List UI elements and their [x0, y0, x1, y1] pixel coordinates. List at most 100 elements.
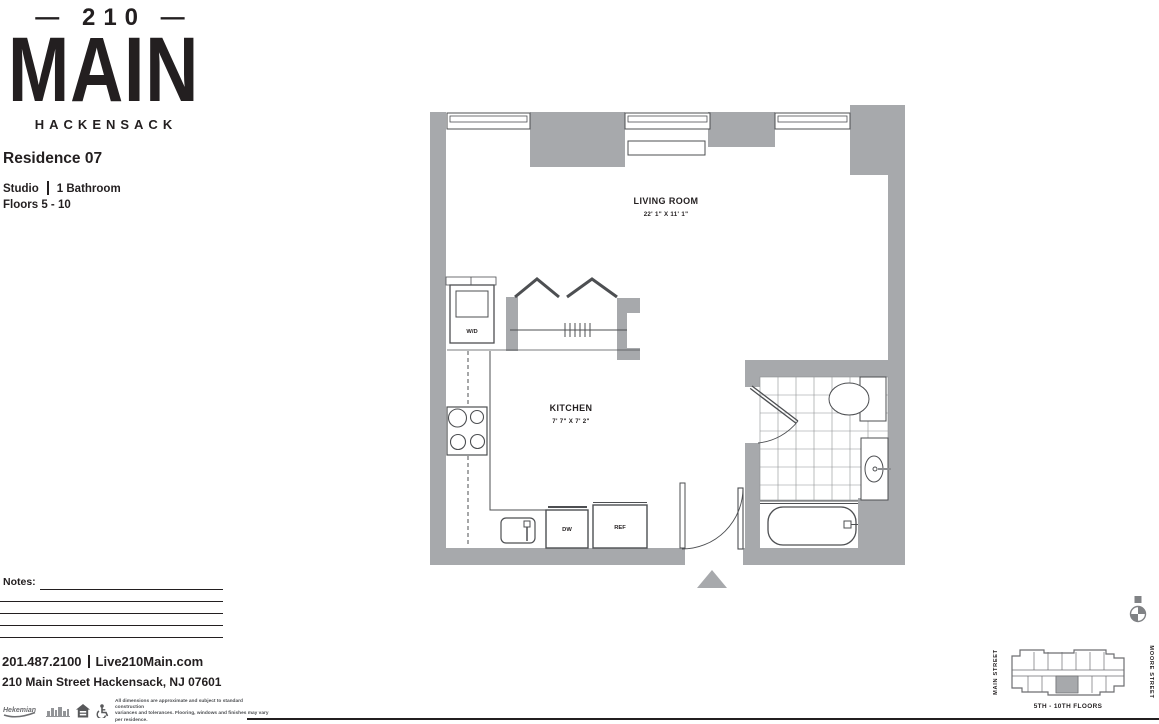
bathtub: [767, 506, 857, 546]
wall-left: [430, 112, 446, 565]
disclaimer-line2: variances and tolerances. Flooring, wind…: [115, 711, 269, 723]
highlighted-unit: [1055, 675, 1079, 694]
street-label-right: MOORE STREET: [1148, 645, 1154, 698]
entry-arrow: [697, 570, 727, 588]
wall-top-block-1: [530, 112, 625, 167]
entry-door-leaf: [737, 487, 744, 550]
refrigerator: [592, 504, 648, 549]
dishwasher: [545, 509, 589, 549]
notes-line: [0, 637, 223, 638]
residence-floors: Floors 5 - 10: [3, 199, 71, 211]
brand-logo-main: MAIN: [8, 19, 200, 121]
address: 210 Main Street Hackensack, NJ 07601: [2, 675, 222, 689]
living-room-dims: 22' 1" X 11' 1": [644, 211, 689, 218]
closet-area: W/D: [445, 276, 640, 351]
windows: [446, 112, 851, 156]
wall-closet-divider: [506, 297, 518, 351]
website: Live210Main.com: [95, 654, 204, 669]
notes-line: [0, 613, 223, 614]
entry-area: [679, 482, 744, 588]
wall-bottom-left: [430, 548, 685, 565]
wall-notch: [627, 313, 640, 348]
toilet-bowl: [828, 382, 870, 416]
footer: Hekemian All dimensions are approximate …: [2, 699, 273, 724]
ptac-unit: [627, 140, 706, 156]
brand-logo: — 210 — MAIN HACKENSACK: [8, 4, 248, 132]
accessibility-icon: [96, 704, 109, 719]
closet-hangers: [564, 323, 591, 337]
counter-edge: [489, 351, 546, 511]
window-glazing: [777, 115, 848, 123]
stove: [446, 406, 488, 456]
kitchen-area: DW REF: [446, 351, 648, 549]
burner: [447, 408, 468, 428]
bath-sink-drain: [872, 466, 878, 472]
separator-bar: [87, 655, 90, 668]
disclaimer: All dimensions are approximate and subje…: [115, 699, 273, 724]
entry-door-jamb: [679, 482, 686, 549]
washer-dryer-label: W/D: [466, 329, 477, 335]
floor-plan: W/D DW REF: [430, 105, 905, 588]
tub-fixture: [843, 520, 852, 529]
refrigerator-label: REF: [614, 525, 626, 531]
notes-line: [40, 589, 223, 590]
separator-bar: [46, 181, 49, 195]
window-glazing: [449, 115, 528, 123]
equal-housing-icon: [76, 704, 90, 718]
residence-type: Studio: [3, 183, 39, 195]
residence-bathrooms: 1 Bathroom: [56, 183, 121, 195]
phone-number: 201.487.2100: [2, 654, 82, 669]
window: [624, 112, 711, 130]
brand-logo-210: — 210 —: [35, 4, 193, 31]
notes-line: [0, 601, 223, 602]
street-label-left: MAIN STREET: [993, 649, 999, 695]
window-glazing: [627, 115, 708, 123]
wall-bath-left-stub: [745, 377, 760, 387]
window: [774, 112, 851, 130]
left-panel: — 210 — MAIN HACKENSACK Residence 07 Stu…: [3, 4, 248, 211]
bathroom-area: [749, 376, 891, 546]
closet-door-chevron: [566, 277, 618, 299]
building-outline: [1011, 649, 1125, 696]
kitchen-label: KITCHEN: [550, 403, 593, 413]
entry-door-swing: [681, 487, 744, 550]
disclaimer-line1: All dimensions are approximate and subje…: [115, 699, 243, 711]
wall-bath-left-lower: [745, 443, 760, 548]
building-footprint: [1011, 649, 1125, 696]
brand-logo-city: HACKENSACK: [34, 116, 178, 132]
bathroom-door-swing: [757, 420, 799, 444]
key-map: MAIN STREET MOORE STREET 5TH - 10TH FLOO…: [993, 596, 1154, 710]
burner: [469, 409, 485, 425]
walls: [430, 105, 905, 565]
residence-title: Residence 07: [3, 150, 103, 167]
bathroom-door-leaf: [749, 387, 797, 424]
window: [446, 112, 531, 130]
wall-top-block-2: [708, 112, 775, 147]
logo-swoosh: [3, 711, 36, 718]
developer-logo-text: Hekemian: [3, 707, 36, 714]
kitchen-faucet: [523, 520, 531, 528]
burner: [469, 433, 486, 450]
wall-bath-top: [745, 360, 905, 377]
washer-dryer: [449, 284, 495, 344]
developer-wordmark-logo: Hekemian: [3, 707, 36, 718]
wall-bottom-right: [743, 548, 905, 565]
room-labels: LIVING ROOM 22' 1" X 11' 1" KITCHEN 7' 7…: [550, 196, 699, 425]
wall-tub-right: [858, 498, 888, 548]
notes-label: Notes:: [3, 576, 36, 588]
residence-spec: Studio 1 Bathroom: [3, 181, 121, 195]
dishwasher-label: DW: [562, 527, 572, 533]
notes-line: [0, 625, 223, 626]
living-room-label: LIVING ROOM: [634, 196, 699, 206]
washer-dryer-drum: [455, 290, 489, 318]
burner: [449, 433, 467, 451]
compass-icon: [1129, 596, 1147, 623]
closet-door-chevron: [514, 277, 560, 299]
kitchen-dims: 7' 7" X 7' 2": [552, 418, 589, 425]
keymap-caption: 5TH - 10TH FLOORS: [1034, 703, 1103, 710]
page-edge-line: [247, 718, 1159, 720]
bathroom-door-leaf: [751, 385, 799, 422]
skyline-logo: [46, 706, 70, 717]
wall-top-right-corner: [850, 105, 905, 175]
contact-line: 201.487.2100 Live210Main.com: [2, 654, 203, 669]
